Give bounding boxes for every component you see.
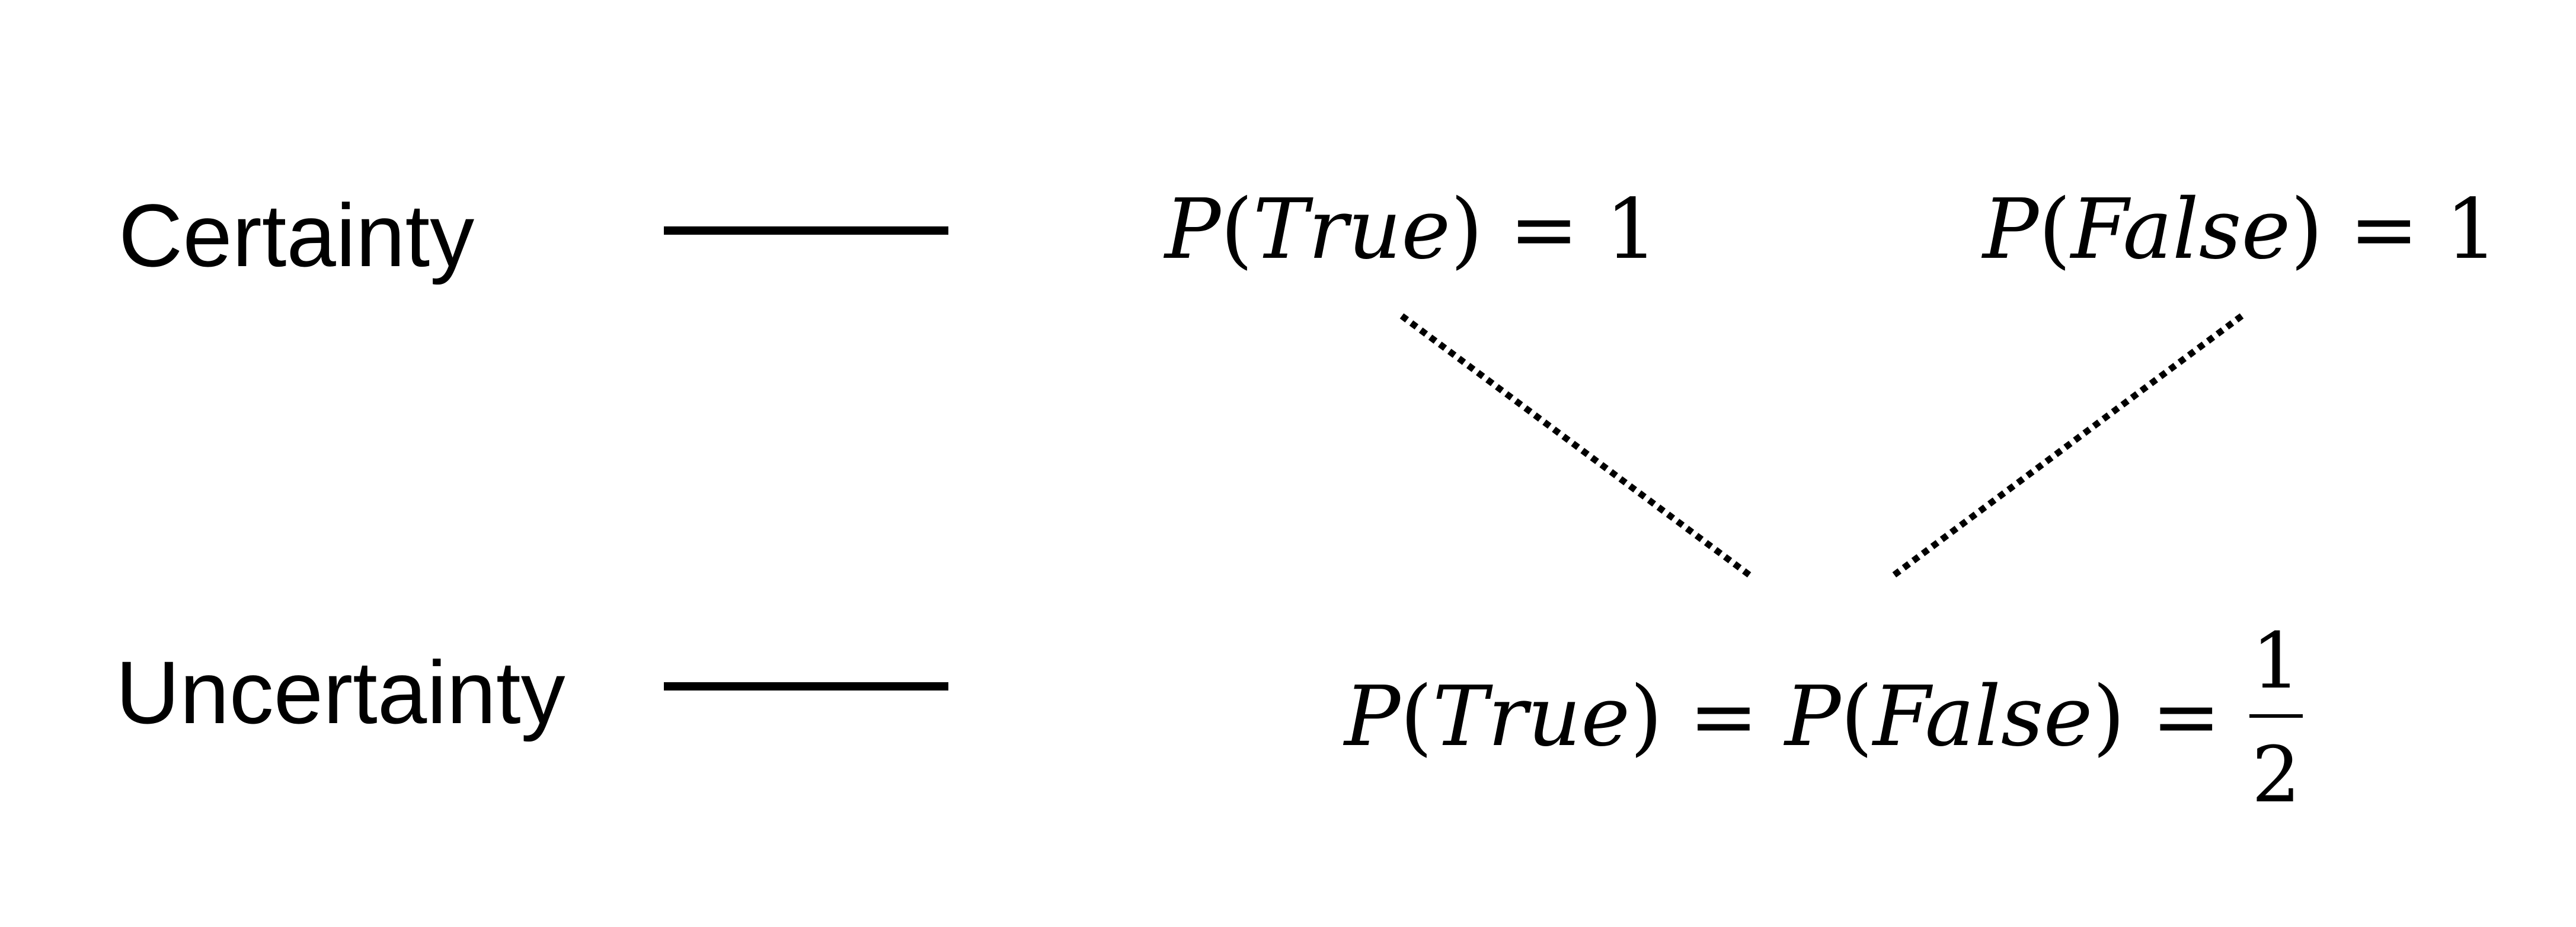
value-one: 1 <box>1605 181 1658 278</box>
prob-function: P <box>1344 669 1401 765</box>
equals-sign: = <box>1662 669 1785 765</box>
certainty-label: Certainty <box>119 186 475 285</box>
value-one: 1 <box>2445 181 2498 278</box>
open-paren: ( <box>1400 669 1433 765</box>
arg-false: False <box>1872 669 2093 765</box>
fraction-numerator: 1 <box>2251 616 2301 706</box>
p-true-equals-one: P(True) = 1 <box>1165 188 1658 271</box>
equals-sign: = <box>1482 181 1606 278</box>
fraction-bar <box>2249 714 2303 718</box>
arg-false: False <box>2070 181 2291 278</box>
close-paren: ) <box>1450 181 1483 278</box>
open-paren: ( <box>2038 181 2071 278</box>
equals-sign: = <box>2323 181 2446 278</box>
p-true-equals-p-false: P(True) = P(False) = <box>1344 676 2247 759</box>
dotted-connector-right <box>1888 313 2244 581</box>
prob-function: P <box>1983 181 2039 278</box>
close-paren: ) <box>2092 669 2126 765</box>
p-false-equals-one: P(False) = 1 <box>1983 188 2498 271</box>
close-paren: ) <box>1630 669 1663 765</box>
equals-sign: = <box>2125 669 2248 765</box>
arg-true: True <box>1432 669 1631 765</box>
dotted-connector-left <box>1399 313 1756 581</box>
open-paren: ( <box>1220 181 1253 278</box>
prob-function: P <box>1785 669 1841 765</box>
arg-true: True <box>1252 181 1451 278</box>
prob-function: P <box>1165 181 1221 278</box>
uncertainty-label: Uncertainty <box>116 642 565 742</box>
close-paren: ) <box>2290 181 2323 278</box>
fraction-denominator: 2 <box>2251 730 2301 820</box>
open-paren: ( <box>1840 669 1873 765</box>
